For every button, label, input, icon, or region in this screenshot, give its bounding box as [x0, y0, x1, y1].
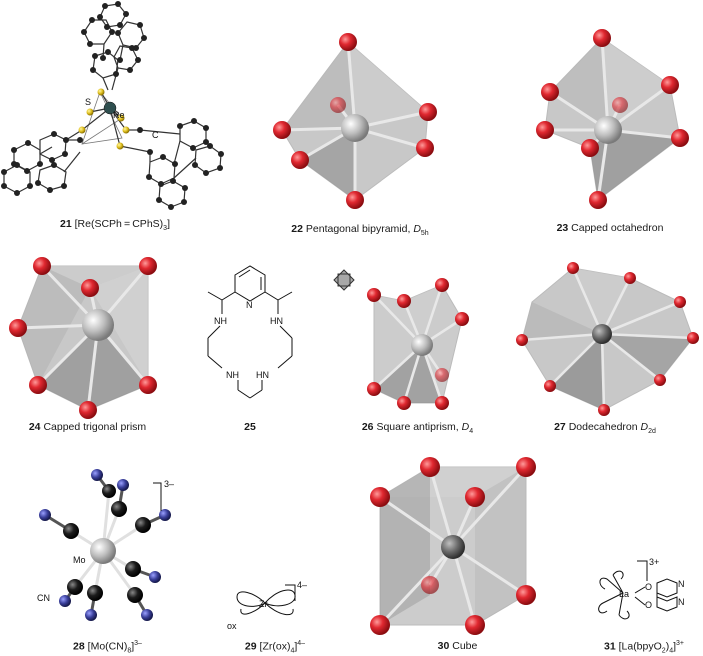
label-mo: Mo	[73, 555, 86, 565]
dodecahedron-drawing	[516, 262, 699, 416]
caption-sub: 4	[469, 428, 474, 436]
caption-sub: 3	[163, 225, 168, 233]
capped-octahedron-drawing	[536, 29, 689, 209]
structure-25: N NH HN NH HN 25	[190, 250, 310, 440]
octacyanomolybdate-drawing: 3– Mo CN	[37, 469, 174, 621]
caption-text: Square antiprism,	[376, 421, 462, 433]
caption-number: 28	[73, 640, 85, 653]
caption-sub: 4	[290, 647, 295, 655]
caption-text: Dodecahedron	[568, 421, 641, 433]
structure-27: 27 Dodecahedron D2d	[510, 262, 703, 447]
caption-21: 21 [Re(SCPh = CPhS)3]	[0, 218, 230, 232]
caption-sub: 5h	[420, 230, 429, 238]
pentagonal-bipyramid-drawing	[273, 33, 437, 209]
caption-text: [Mo(CN)	[87, 640, 128, 653]
amine-nh-1: NH	[214, 316, 227, 326]
structure-26: 26 Square antiprism, D4	[330, 265, 505, 445]
caption-sub: 2d	[648, 428, 656, 436]
structure-22: 22 Pentagonal bipyramid, D5h	[260, 30, 460, 250]
caption-25: 25	[190, 421, 310, 433]
caption-tail: ]	[167, 218, 170, 230]
caption-22: 22 Pentagonal bipyramid, D5h	[260, 223, 460, 237]
svg-text:N: N	[678, 579, 685, 589]
caption-number: 26	[361, 421, 374, 433]
label-re: Re	[113, 110, 125, 120]
structure-23: 23 Capped octahedron	[520, 29, 700, 240]
re-dithiolene-drawing: S Re C	[1, 1, 224, 210]
label-cn: CN	[37, 593, 50, 603]
structure-21: S Re C 21 [Re(SCPh = CPhS)3]	[0, 0, 230, 240]
caption-number: 23	[556, 222, 569, 234]
svg-text:O: O	[645, 600, 652, 610]
caption-text: Pentagonal bipyramid,	[305, 223, 414, 235]
caption-sub: 2	[661, 647, 666, 655]
caption-tail: ]	[131, 640, 135, 653]
amine-nh-3: NH	[226, 370, 239, 380]
caption-text: [La(bpyO	[618, 640, 662, 653]
amine-nh-2: HN	[270, 316, 283, 326]
label-la: La	[619, 589, 629, 599]
svg-text:N: N	[678, 597, 685, 607]
caption-30: 30 Cube	[350, 640, 565, 652]
label-c: C	[152, 130, 159, 140]
caption-number: 30	[437, 640, 450, 652]
structure-30: 30 Cube	[350, 455, 565, 656]
caption-sup: 4–	[297, 640, 306, 647]
caption-text: Capped octahedron	[571, 222, 664, 234]
charge-label: 4–	[297, 580, 307, 590]
caption-sup: 3+	[676, 640, 685, 647]
caption-number: 21	[60, 218, 72, 230]
macrocycle-ligand-drawing: N NH HN NH HN	[207, 265, 293, 399]
caption-number: 24	[28, 421, 41, 433]
capped-trigonal-prism-drawing	[9, 257, 157, 419]
caption-text: Capped trigonal prism	[43, 421, 147, 433]
caption-italic: D	[461, 421, 470, 433]
caption-sub: 8	[127, 647, 132, 655]
label-ox: ox	[227, 621, 237, 631]
caption-24: 24 Capped trigonal prism	[0, 421, 175, 433]
label-s: S	[85, 97, 91, 107]
caption-28: 28 [Mo(CN)8]3–	[15, 640, 200, 655]
label-zr: Zr	[259, 599, 268, 609]
caption-text: [Zr(ox)	[259, 640, 291, 653]
caption-number: 29	[244, 640, 257, 653]
structure-28: 3– Mo CN 28 [Mo(CN)8]3–	[15, 465, 200, 655]
square-antiprism-drawing	[333, 269, 469, 410]
caption-23: 23 Capped octahedron	[520, 222, 700, 234]
caption-31: 31 [La(bpyO2)4]3+	[603, 640, 685, 655]
caption-italic: D	[640, 421, 649, 433]
caption-26: 26 Square antiprism, D4	[330, 421, 505, 435]
structure-29: Zr 4– ox 29 [Zr(ox)4]4–	[215, 565, 335, 656]
svg-text:O: O	[645, 582, 652, 592]
caption-number: 22	[291, 223, 303, 235]
caption-number: 25	[244, 421, 256, 433]
la-bipyridine-dioxide-sketch: La 3+ O O N N	[598, 557, 685, 620]
cube-drawing	[370, 457, 536, 635]
pyridine-n: N	[246, 300, 253, 310]
caption-italic: D	[413, 223, 421, 235]
structure-31: La 3+ O O N N 31 [La(bpyO2)4]3+	[585, 555, 703, 656]
caption-number: 27	[554, 421, 566, 433]
structure-24: 24 Capped trigonal prism	[0, 250, 175, 440]
caption-27: 27 Dodecahedron D2d	[510, 421, 700, 435]
caption-29: 29 [Zr(ox)4]4–	[244, 640, 306, 655]
charge-label: 3–	[164, 479, 174, 489]
amine-nh-4: HN	[256, 370, 269, 380]
zr-oxalate-sketch: Zr 4– ox	[227, 580, 307, 631]
caption-text: [Re(SCPh = CPhS)	[74, 218, 164, 230]
charge-label: 3+	[649, 557, 659, 567]
caption-number: 31	[603, 640, 616, 653]
caption-sup: 3–	[134, 640, 142, 647]
caption-text: Cube	[452, 640, 478, 652]
